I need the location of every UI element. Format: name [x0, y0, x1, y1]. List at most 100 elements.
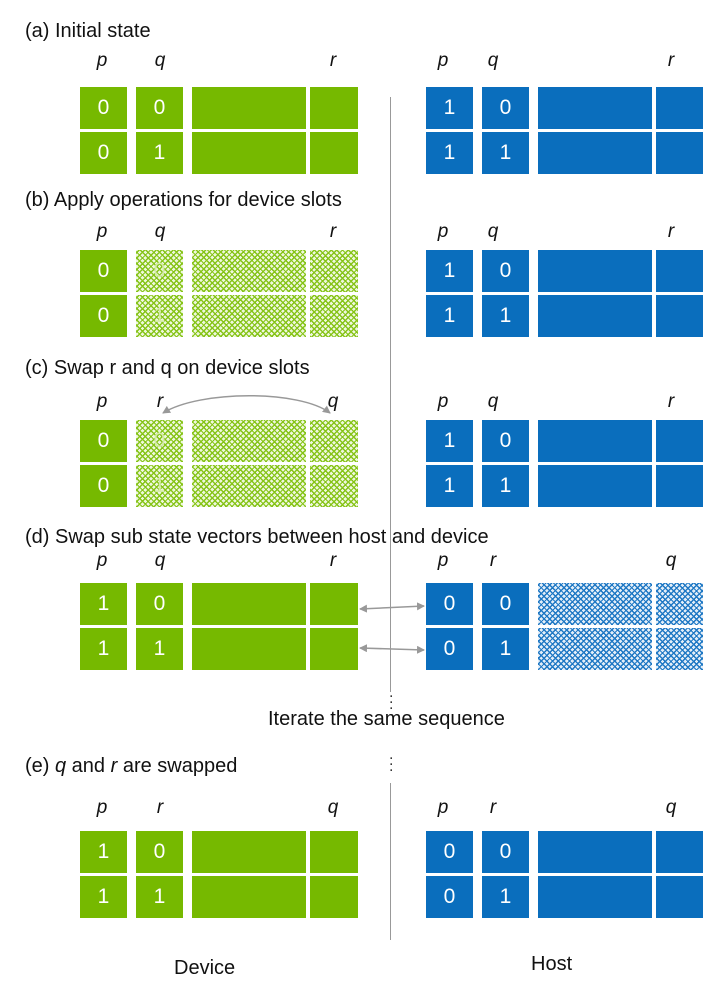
iterate-caption: Iterate the same sequence [268, 708, 505, 730]
host-amplitude-block [538, 132, 652, 174]
host-amplitude-block [538, 876, 652, 918]
label-q: q [154, 50, 166, 71]
label-p: p [96, 221, 108, 242]
label-r: r [329, 221, 337, 242]
device-amplitude-block-hatched [310, 420, 358, 462]
host-amplitude-block [656, 876, 703, 918]
device-cell: 1 [136, 876, 183, 918]
host-amplitude-block-hatched [656, 628, 703, 670]
host-amplitude-block [656, 831, 703, 873]
label-q: q [154, 221, 166, 242]
host-amplitude-block [538, 295, 652, 337]
label-r: r [667, 391, 675, 412]
device-cell: 0 [80, 87, 127, 129]
device-amplitude-block [310, 132, 358, 174]
host-amplitude-block [656, 132, 703, 174]
device-amplitude-block [192, 583, 306, 625]
host-cell: 0 [482, 87, 529, 129]
label-q: q [154, 550, 166, 571]
host-cell: 1 [426, 87, 473, 129]
host-cell: 0 [426, 876, 473, 918]
host-amplitude-block [656, 250, 703, 292]
host-amplitude-block [656, 420, 703, 462]
device-footer-label: Device [174, 957, 236, 979]
host-cell: 1 [426, 295, 473, 337]
device-amplitude-block-hatched [310, 250, 358, 292]
device-cell: 1 [80, 583, 127, 625]
host-cell: 1 [426, 132, 473, 174]
device-amplitude-block [192, 831, 306, 873]
device-cell: 1 [80, 876, 127, 918]
device-amplitude-block-hatched [192, 250, 306, 292]
host-cell: 0 [482, 831, 529, 873]
label-r: r [156, 391, 164, 412]
host-cell: 0 [426, 628, 473, 670]
device-amplitude-block [310, 87, 358, 129]
label-p: p [437, 391, 449, 412]
device-amplitude-block [310, 583, 358, 625]
host-cell: 0 [482, 583, 529, 625]
swap-arrow-c [162, 395, 331, 414]
label-p: p [437, 797, 449, 818]
host-amplitude-block [538, 465, 652, 507]
host-cell: 1 [426, 465, 473, 507]
host-footer-label: Host [531, 953, 573, 975]
title-part: and [66, 755, 111, 777]
device-amplitude-block [192, 628, 306, 670]
label-r: r [489, 797, 497, 818]
label-r: r [329, 550, 337, 571]
device-amplitude-block [192, 87, 306, 129]
device-amplitude-block-hatched [310, 295, 358, 337]
device-cell: 0 [136, 831, 183, 873]
host-amplitude-block-hatched [656, 583, 703, 625]
label-r: r [156, 797, 164, 818]
host-amplitude-block [538, 250, 652, 292]
divider-top [390, 97, 391, 692]
label-q: q [665, 550, 677, 571]
label-r: r [667, 221, 675, 242]
host-amplitude-block [538, 831, 652, 873]
device-cell-hatched: 0 [136, 250, 183, 292]
device-cell-hatched: 1 [136, 295, 183, 337]
device-amplitude-block-hatched [192, 420, 306, 462]
host-amplitude-block [538, 87, 652, 129]
device-amplitude-block [310, 831, 358, 873]
host-cell: 1 [482, 628, 529, 670]
step-a-title: (a) Initial state [25, 20, 151, 42]
step-d-title: (d) Swap sub state vectors between host … [25, 526, 489, 548]
device-cell: 1 [136, 628, 183, 670]
host-amplitude-block-hatched [538, 628, 652, 670]
label-q: q [487, 391, 499, 412]
device-amplitude-block [310, 876, 358, 918]
title-part: (e) [25, 755, 55, 777]
label-p: p [96, 391, 108, 412]
step-b-title: (b) Apply operations for device slots [25, 189, 342, 211]
label-q: q [487, 221, 499, 242]
host-amplitude-block [656, 465, 703, 507]
divider-bottom [390, 783, 391, 940]
label-q: q [327, 391, 339, 412]
host-amplitude-block [538, 420, 652, 462]
label-q: q [487, 50, 499, 71]
host-cell: 1 [482, 295, 529, 337]
label-r: r [329, 50, 337, 71]
host-cell: 1 [482, 876, 529, 918]
label-p: p [96, 50, 108, 71]
host-cell: 0 [482, 250, 529, 292]
step-c-title: (c) Swap r and q on device slots [25, 357, 310, 379]
ellipsis-dots-bottom: ... [389, 746, 394, 775]
device-cell: 1 [80, 628, 127, 670]
label-p: p [437, 50, 449, 71]
device-cell: 0 [136, 87, 183, 129]
device-amplitude-block [192, 132, 306, 174]
device-amplitude-block-hatched [192, 465, 306, 507]
device-cell-hatched: 0 [136, 420, 183, 462]
device-amplitude-block-hatched [310, 465, 358, 507]
device-amplitude-block-hatched [192, 295, 306, 337]
host-cell: 1 [426, 250, 473, 292]
device-amplitude-block [310, 628, 358, 670]
host-cell: 1 [482, 465, 529, 507]
host-cell: 1 [482, 132, 529, 174]
transfer-arrow-row2 [359, 644, 425, 654]
host-amplitude-block [656, 87, 703, 129]
